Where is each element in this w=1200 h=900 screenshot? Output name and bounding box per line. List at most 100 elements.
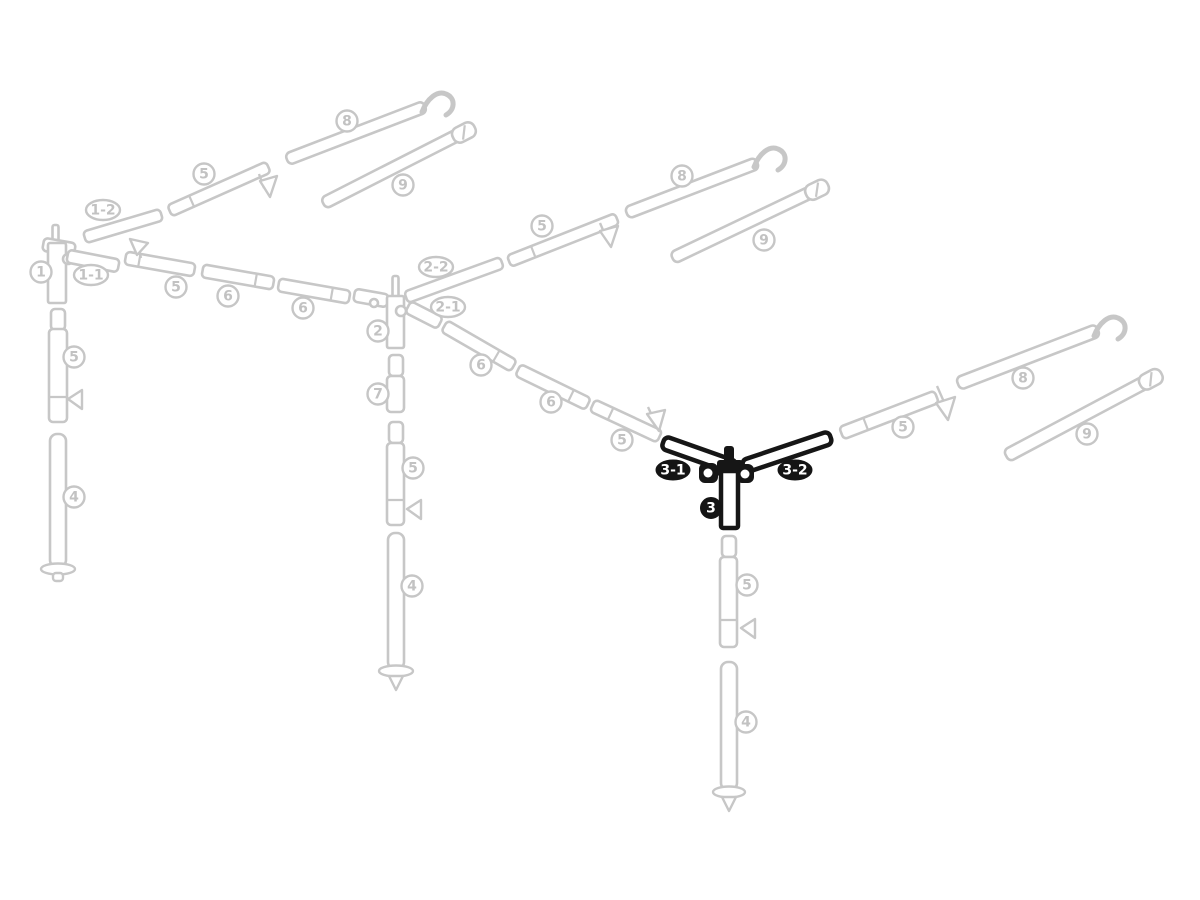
leg2-segment5-top: [387, 420, 405, 445]
part-label-9: 9: [391, 173, 415, 197]
svg-text:9: 9: [1082, 427, 1092, 443]
joint3-top-knob: [724, 446, 734, 468]
leg2-foot-spike: [387, 674, 405, 692]
leg-2: [377, 353, 423, 692]
leg3-segment5: [718, 555, 739, 649]
svg-text:5: 5: [171, 280, 181, 296]
svg-text:8: 8: [677, 169, 687, 185]
ridge-from-joint2: [403, 145, 831, 304]
svg-text:5: 5: [617, 433, 627, 449]
pole-5-row2: [589, 399, 663, 443]
part-label-5: 5: [192, 162, 216, 186]
part-label-5: 5: [610, 428, 634, 452]
part-label-2-2: 2-2: [417, 255, 455, 279]
leg1-segment5: [47, 327, 69, 424]
eave-row-diagonal: [405, 301, 667, 443]
svg-text:6: 6: [546, 395, 556, 411]
svg-text:8: 8: [342, 114, 352, 130]
clamp-flag-ridge2: [598, 222, 620, 249]
clamp-flag-ridge1: [257, 173, 279, 199]
pole-5-ridge2: [506, 213, 620, 267]
part-label-9: 9: [752, 228, 776, 252]
pole-5-row3: [838, 390, 940, 440]
part-label-8: 8: [670, 164, 694, 188]
svg-text:3-1: 3-1: [660, 463, 685, 479]
svg-text:2: 2: [373, 324, 383, 340]
part-label-5: 5: [891, 415, 915, 439]
leg3-foot-spike: [720, 795, 738, 813]
part-label-6: 6: [216, 284, 240, 308]
part-label-6: 6: [539, 390, 563, 414]
svg-text:4: 4: [69, 490, 79, 506]
leg1-foot-tip: [51, 571, 65, 583]
svg-text:5: 5: [898, 420, 908, 436]
leg2-ground-pole-4: [386, 531, 406, 671]
svg-text:3: 3: [706, 501, 716, 517]
svg-text:2-2: 2-2: [423, 260, 448, 276]
clamp-flag-row3: [934, 385, 957, 422]
svg-text:2-1: 2-1: [435, 300, 460, 316]
svg-text:6: 6: [476, 358, 486, 374]
part-label-8: 8: [335, 109, 359, 133]
tip-9-topleft: [450, 120, 478, 144]
leg2-segment5: [385, 441, 406, 527]
hook-8-right: [1091, 314, 1128, 342]
pole-5-ridge1: [167, 161, 271, 217]
part-label-5: 5: [530, 214, 554, 238]
corner-joint-2: [368, 274, 408, 350]
clamp-flag-row1: [128, 237, 150, 259]
part-label-4: 4: [734, 710, 758, 734]
leg3-clamp: [739, 617, 757, 640]
joint3-right-bolt: [740, 469, 750, 479]
leg2-segment7-top: [387, 353, 405, 378]
part-label-3-2: 3-2: [777, 459, 813, 481]
part-label-7: 7: [366, 382, 390, 406]
part-label-5: 5: [62, 345, 86, 369]
part-label-6: 6: [291, 296, 315, 320]
eave-row-right: [838, 314, 1165, 462]
part-label-5: 5: [735, 573, 759, 597]
leg1-segment5-top: [49, 307, 67, 332]
joint3-down-tube: [718, 468, 741, 531]
frame-structure: [39, 90, 1165, 813]
part-label-8: 8: [1011, 366, 1035, 390]
svg-text:1-1: 1-1: [78, 268, 103, 284]
part-label-1-1: 1-1: [72, 263, 110, 287]
pole-6-row2-a: [441, 320, 517, 372]
part-label-4: 4: [400, 574, 424, 598]
pole-6-row1-a: [200, 263, 276, 291]
part-label-9: 9: [1075, 422, 1099, 446]
eave-row-front: [65, 237, 390, 309]
svg-text:6: 6: [223, 289, 233, 305]
svg-text:8: 8: [1018, 371, 1028, 387]
svg-text:4: 4: [741, 715, 751, 731]
part-label-1-2: 1-2: [84, 198, 122, 222]
leg-1: [39, 307, 84, 583]
part-label-1: 1: [29, 260, 53, 284]
part-label-2-1: 2-1: [429, 295, 467, 319]
svg-text:5: 5: [199, 167, 209, 183]
svg-text:5: 5: [408, 461, 418, 477]
leg-3: [711, 534, 757, 813]
svg-text:5: 5: [69, 350, 79, 366]
pole-2-1: [405, 301, 443, 329]
callout-labels: 8 5 9 1-2 8 5 9 1 1-1 2-2 5 6 6 2-1 2 5 6 8 7 6 5 9 5 5 3-1 3-2 4 3…: [29, 109, 1099, 734]
part-label-5: 5: [164, 275, 188, 299]
svg-text:5: 5: [742, 578, 752, 594]
svg-text:1: 1: [36, 265, 46, 281]
svg-text:6: 6: [298, 301, 308, 317]
svg-text:9: 9: [398, 178, 408, 194]
part-label-6: 6: [469, 353, 493, 377]
svg-text:5: 5: [537, 219, 547, 235]
ridge-from-joint1: [82, 90, 478, 244]
leg1-clamp: [66, 388, 84, 411]
tip-9-topright: [803, 178, 831, 202]
svg-text:3-2: 3-2: [782, 463, 807, 479]
part-label-4: 4: [62, 485, 86, 509]
svg-text:9: 9: [759, 233, 769, 249]
pole-6-row1-b: [276, 277, 352, 305]
joint3-left-bolt: [703, 468, 713, 478]
clamp-flag-row2: [645, 406, 667, 433]
